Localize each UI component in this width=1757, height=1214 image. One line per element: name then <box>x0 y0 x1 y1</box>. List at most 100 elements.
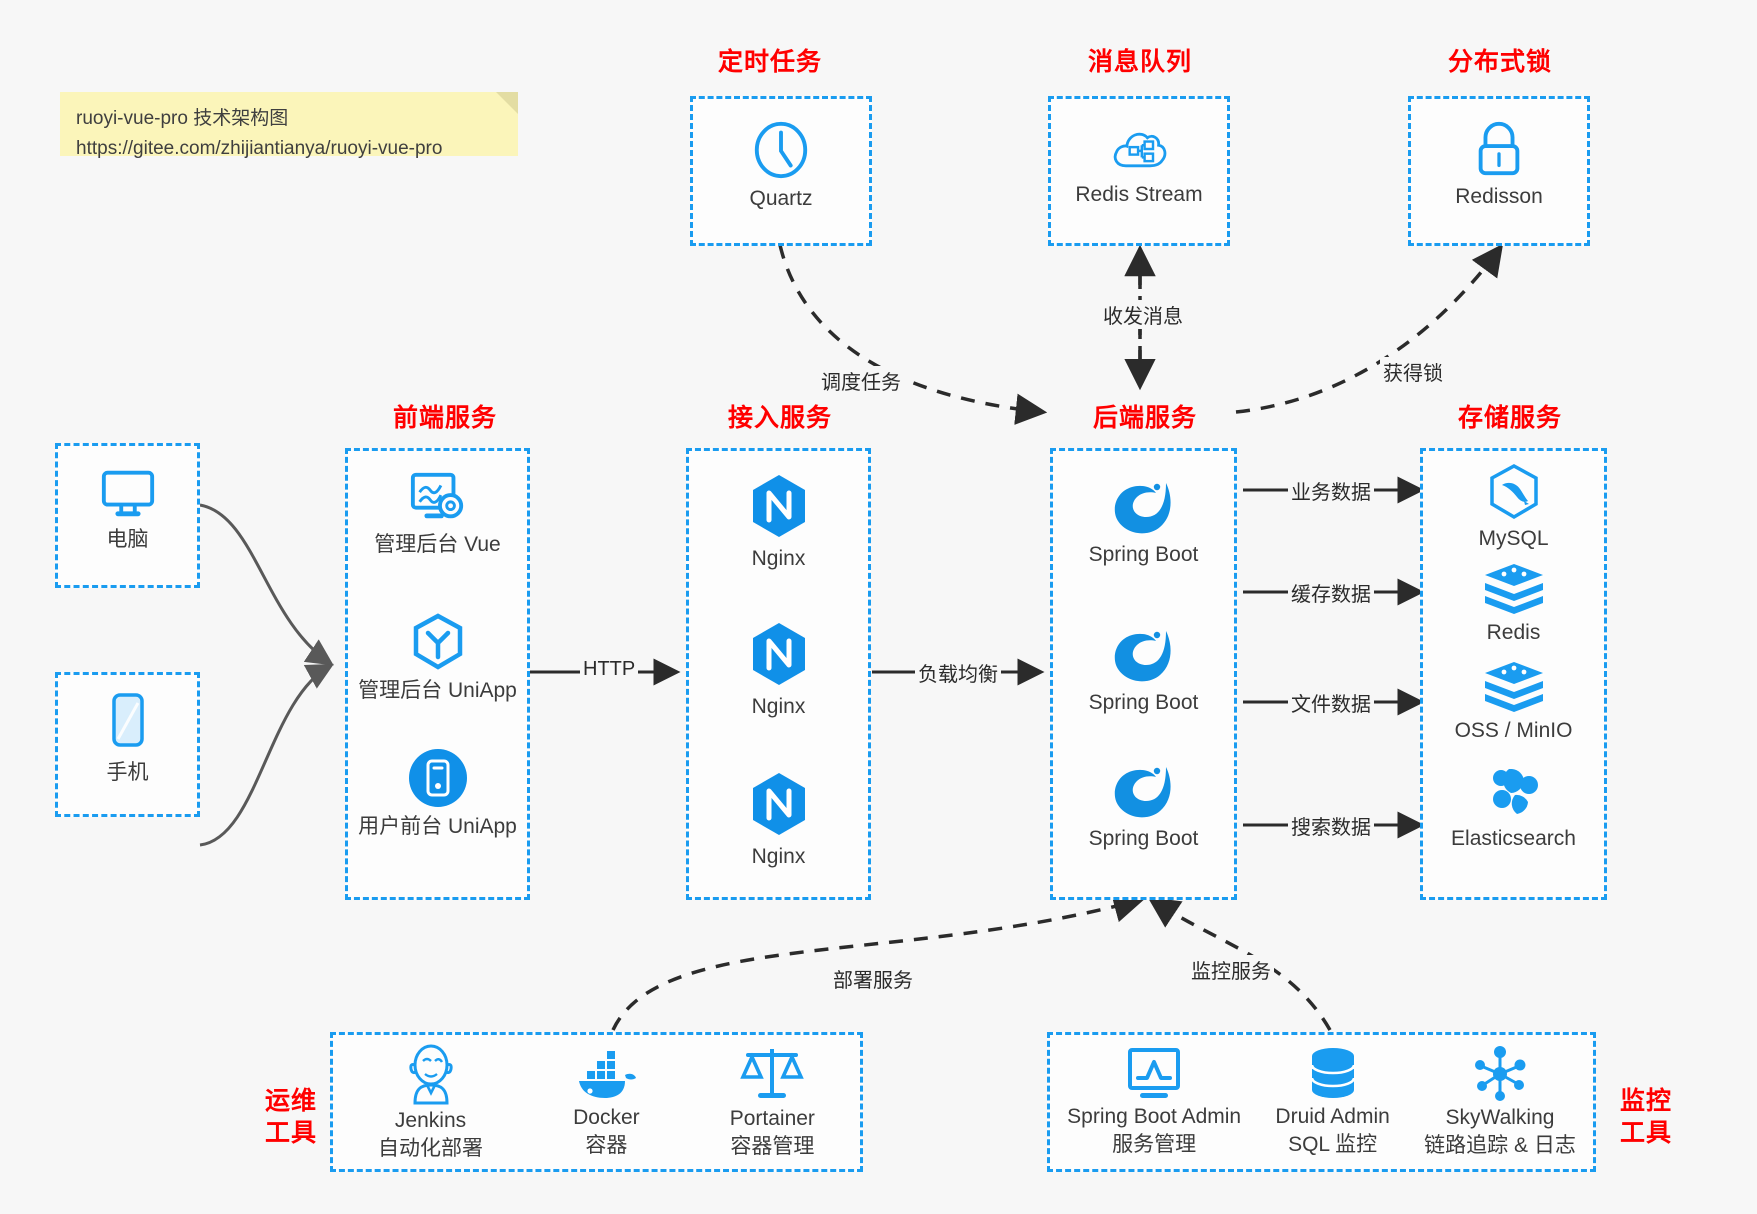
node-label: Quartz <box>749 187 813 210</box>
node-user-uniapp[interactable]: 用户前台 UniApp <box>348 747 527 841</box>
node-label: Portainer <box>729 1107 815 1130</box>
desktop-icon <box>101 470 154 517</box>
group-title-monitor-line1: 监控 <box>1619 1087 1672 1115</box>
node-label: Spring Boot <box>1088 543 1199 566</box>
node-jenkins[interactable]: Jenkins 自动化部署 <box>378 1041 483 1163</box>
edge-label-schedule-task: 调度任务 <box>818 366 904 395</box>
node-label: Druid Admin <box>1275 1105 1390 1128</box>
note-line-1: ruoyi-vue-pro 技术架构图 <box>76 108 289 129</box>
node-label: Spring Boot <box>1088 827 1199 850</box>
node-oss-minio[interactable]: OSS / MinIO <box>1423 659 1604 745</box>
node-redis-stream[interactable]: Redis Stream <box>1051 121 1227 209</box>
node-label: Redis <box>1486 621 1541 644</box>
group-box-monitor: Spring Boot Admin 服务管理 Druid Admin SQL 监… <box>1047 1032 1596 1172</box>
node-label: 电脑 <box>106 528 149 551</box>
node-label: 管理后台 Vue <box>374 533 501 556</box>
group-title-devops-line1: 运维 <box>264 1087 317 1115</box>
edge-label-acquire-lock: 获得锁 <box>1380 357 1446 386</box>
nginx-icon <box>752 773 805 835</box>
node-docker[interactable]: Docker 容器 <box>573 1044 640 1160</box>
hexagon-y-icon <box>413 613 462 670</box>
node-spring-boot-admin[interactable]: Spring Boot Admin 服务管理 <box>1067 1045 1241 1159</box>
node-nginx-3[interactable]: Nginx <box>689 771 868 871</box>
monitor-chart-icon <box>1128 1048 1181 1098</box>
edge-label-cache-data: 缓存数据 <box>1288 578 1374 607</box>
padlock-icon <box>1478 121 1520 176</box>
node-mysql[interactable]: MySQL <box>1423 463 1604 553</box>
group-title-gateway: 接入服务 <box>727 404 832 432</box>
scales-icon <box>740 1049 805 1098</box>
clock-icon <box>754 121 808 179</box>
edge-label-monitor-service: 监控服务 <box>1188 955 1274 984</box>
node-redis[interactable]: Redis <box>1423 561 1604 647</box>
node-portainer[interactable]: Portainer 容器管理 <box>730 1043 815 1161</box>
cloud-stream-icon <box>1113 132 1167 168</box>
node-admin-vue[interactable]: 管理后台 Vue <box>348 469 527 559</box>
group-title-storage: 存储服务 <box>1457 404 1562 432</box>
node-spring-boot-3[interactable]: Spring Boot <box>1053 757 1234 853</box>
node-nginx-1[interactable]: Nginx <box>689 473 868 573</box>
node-label: Nginx <box>751 695 806 718</box>
note-fold-icon <box>496 92 518 114</box>
spring-leaf-icon <box>1114 767 1171 818</box>
node-label: Redis Stream <box>1075 183 1203 206</box>
group-box-client-pc: 电脑 <box>55 443 200 588</box>
node-label: 手机 <box>106 761 149 784</box>
nginx-icon <box>752 623 805 685</box>
group-box-scheduler: Quartz <box>690 96 872 246</box>
node-label: Elasticsearch <box>1451 827 1576 850</box>
sticky-note: ruoyi-vue-pro 技术架构图 https://gitee.com/zh… <box>60 92 518 159</box>
group-title-scheduler: 定时任务 <box>717 48 822 76</box>
node-nginx-2[interactable]: Nginx <box>689 621 868 721</box>
edge-label-send-receive-message: 收发消息 <box>1100 300 1186 329</box>
node-elasticsearch[interactable]: Elasticsearch <box>1423 763 1604 853</box>
database-icon <box>1310 1048 1355 1098</box>
group-title-devops-line2: 工具 <box>264 1119 317 1147</box>
node-quartz[interactable]: Quartz <box>693 119 869 213</box>
node-sublabel: 服务管理 <box>1112 1133 1197 1156</box>
group-title-monitor: 监控 工具 <box>1613 1085 1679 1149</box>
node-spring-boot-1[interactable]: Spring Boot <box>1053 473 1234 569</box>
spring-leaf-icon <box>1114 483 1171 534</box>
node-sublabel: 自动化部署 <box>378 1137 484 1160</box>
node-skywalking[interactable]: SkyWalking 链路追踪 & 日志 <box>1424 1044 1576 1160</box>
node-label: Spring Boot Admin <box>1067 1105 1242 1128</box>
smartphone-icon <box>111 693 144 747</box>
node-label: OSS / MinIO <box>1454 719 1573 742</box>
redis-icon <box>1484 662 1543 712</box>
node-label: Redisson <box>1455 185 1543 208</box>
skywalking-icon <box>1474 1046 1526 1101</box>
node-label: MySQL <box>1478 527 1549 550</box>
node-redisson[interactable]: Redisson <box>1411 119 1587 211</box>
note-line-2: https://gitee.com/zhijiantianya/ruoyi-vu… <box>76 138 443 159</box>
edge-label-deploy-service: 部署服务 <box>830 964 916 993</box>
mysql-icon <box>1489 464 1538 520</box>
node-druid-admin[interactable]: Druid Admin SQL 监控 <box>1275 1045 1390 1159</box>
edge-label-file-data: 文件数据 <box>1288 688 1374 717</box>
node-label: Spring Boot <box>1088 691 1199 714</box>
spring-leaf-icon <box>1114 631 1171 682</box>
group-title-mq: 消息队列 <box>1087 48 1192 76</box>
group-box-backend: Spring Boot Spring Boot Spring Boot <box>1050 448 1237 900</box>
group-title-monitor-line2: 工具 <box>1619 1119 1672 1147</box>
redis-icon <box>1484 564 1543 614</box>
node-pc[interactable]: 电脑 <box>58 464 197 554</box>
edge-label-business-data: 业务数据 <box>1288 476 1374 505</box>
group-box-lock: Redisson <box>1408 96 1590 246</box>
group-box-devops: Jenkins 自动化部署 Docker 容器 <box>330 1032 863 1172</box>
node-sublabel: 容器 <box>585 1134 628 1157</box>
group-title-backend: 后端服务 <box>1092 404 1197 432</box>
node-label: Docker <box>573 1106 640 1129</box>
elasticsearch-icon <box>1492 769 1538 814</box>
node-label: Nginx <box>751 547 806 570</box>
group-box-frontend: 管理后台 Vue 管理后台 UniApp 用户前台 UniApp <box>345 448 530 900</box>
node-admin-uniapp[interactable]: 管理后台 UniApp <box>348 611 527 705</box>
node-phone[interactable]: 手机 <box>58 691 197 787</box>
group-box-client-phone: 手机 <box>55 672 200 817</box>
node-sublabel: SQL 监控 <box>1288 1133 1378 1156</box>
node-spring-boot-2[interactable]: Spring Boot <box>1053 621 1234 717</box>
group-box-mq: Redis Stream <box>1048 96 1230 246</box>
node-sublabel: 链路追踪 & 日志 <box>1424 1134 1576 1157</box>
group-title-frontend: 前端服务 <box>392 404 497 432</box>
jenkins-icon <box>408 1044 453 1105</box>
